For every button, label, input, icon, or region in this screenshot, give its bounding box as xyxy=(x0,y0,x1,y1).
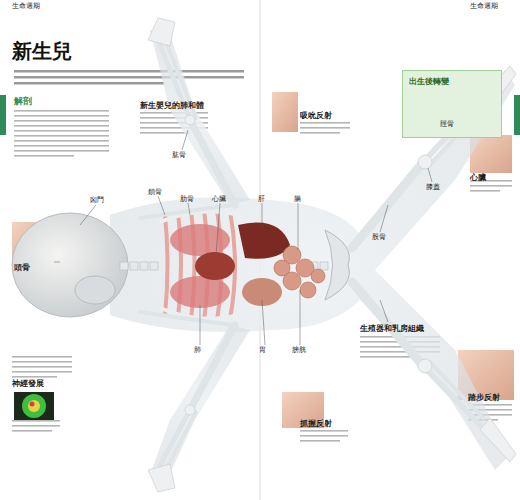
section-heading: 心臟 xyxy=(470,174,486,182)
part-label: 胃 xyxy=(259,347,266,354)
part-label: 膀胱 xyxy=(292,347,306,354)
part-label: 肋骨 xyxy=(180,196,194,203)
section-heading: 解剖 xyxy=(14,97,32,107)
part-label: 脛骨 xyxy=(440,121,454,128)
part-label: 心臟 xyxy=(212,196,226,203)
part-label: 肺 xyxy=(194,347,201,354)
page-title: 新生兒 xyxy=(12,38,72,65)
part-label: 膝蓋 xyxy=(426,184,440,191)
part-label: 生命週期 xyxy=(470,3,498,10)
section-heading: 吸吮反射 xyxy=(300,112,332,120)
section-heading: 頭骨 xyxy=(14,264,30,272)
part-label: 囟門 xyxy=(90,197,104,204)
box-heading: 出生後轉變 xyxy=(409,76,449,87)
part-label: 鎖骨 xyxy=(148,189,162,196)
part-label: 生命週期 xyxy=(12,3,40,10)
part-label: 肱骨 xyxy=(172,152,186,159)
section-heading: 生殖器和乳房組織 xyxy=(360,325,424,333)
part-label: 腸 xyxy=(294,196,301,203)
part-label: 肝 xyxy=(258,196,265,203)
section-heading: 新生嬰兒的肺和體 xyxy=(140,102,204,110)
section-heading: 踏步反射 xyxy=(468,394,500,402)
part-label: 股骨 xyxy=(372,234,386,241)
section-heading: 神經發展 xyxy=(12,380,44,388)
section-heading: 抓握反射 xyxy=(300,420,332,428)
